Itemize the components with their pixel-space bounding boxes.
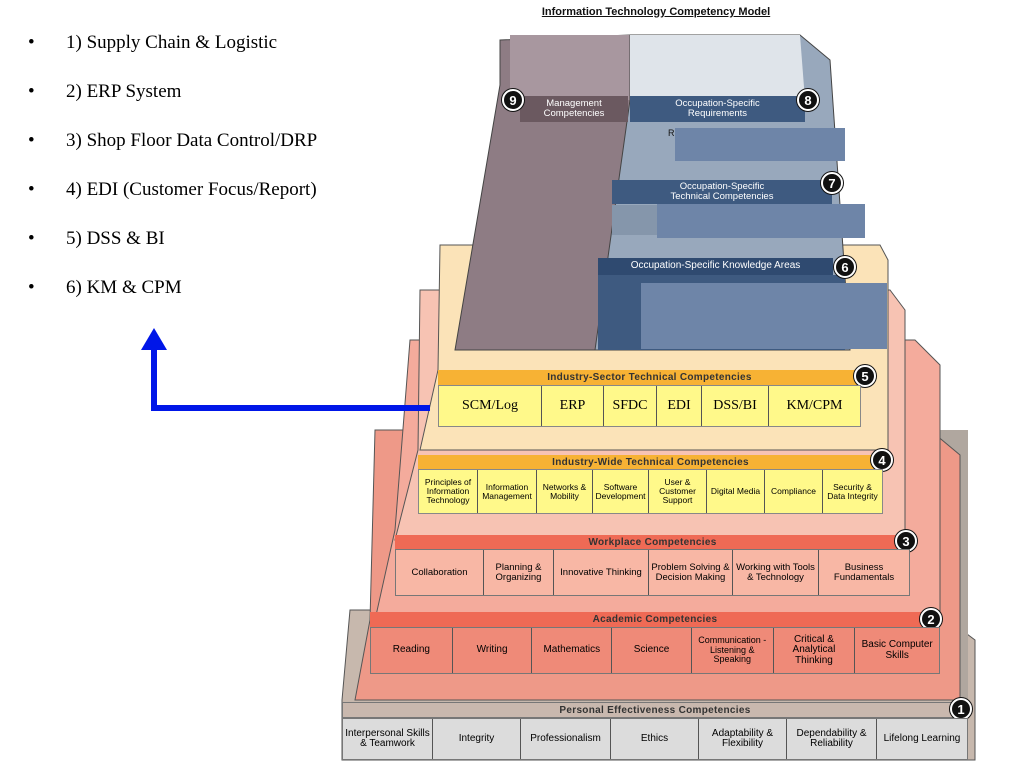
tier5-header: Industry-Sector Technical Competencies [438, 370, 861, 385]
tier1-cells: Interpersonal Skills & Teamwork Integrit… [342, 718, 968, 760]
tier9-label: Management Competencies [520, 96, 628, 122]
tier8-label: Occupation-Specific Requirements [630, 96, 805, 122]
tier2-cell: Writing [453, 628, 533, 673]
placeholder-block [657, 204, 865, 238]
tier4-cell: User & Customer Support [649, 470, 707, 513]
tier9-number-badge: 9 [502, 89, 524, 111]
tier5-cell: KM/CPM [786, 397, 843, 413]
arrow-head-icon [141, 328, 167, 350]
tier2-cell: Mathematics [532, 628, 613, 673]
tier5-cell: EDI [657, 386, 702, 426]
tier1-cell: Dependability & Reliability [787, 719, 877, 759]
list-item: •5) DSS & BI [28, 228, 165, 249]
tier4-number-badge: 4 [871, 449, 893, 471]
tier4-cell: Information Management [478, 470, 537, 513]
tier2-cell: Communication - Listening & Speaking [692, 628, 774, 673]
tier1-cell: Professionalism [521, 719, 611, 759]
tier3-cell: Problem Solving & Decision Making [649, 550, 733, 595]
tier2-cell: Basic Computer Skills [861, 639, 933, 661]
topic-list: •1) Supply Chain & Logistic •2) ERP Syst… [28, 30, 428, 324]
tier5-cell: SCM/Log [439, 386, 542, 426]
tier5-cell: ERP [542, 386, 604, 426]
tier1-cell: Ethics [611, 719, 699, 759]
connector-arrow-line [151, 345, 430, 411]
tier8-number-badge: 8 [797, 89, 819, 111]
tier2-cell: Critical & Analytical Thinking [774, 628, 856, 673]
tier3-cell: Innovative Thinking [554, 550, 649, 595]
tier3-header: Workplace Competencies [395, 535, 910, 549]
tier1-cell: Integrity [433, 719, 521, 759]
tier6-label: Occupation-Specific Knowledge Areas [598, 258, 833, 275]
tier3-cell: Collaboration [396, 550, 484, 595]
occupation-top [630, 35, 805, 100]
tier7-number-badge: 7 [821, 172, 843, 194]
tier8-partial-label: R [668, 128, 675, 138]
tier4-cell: Compliance [765, 470, 823, 513]
list-item: •3) Shop Floor Data Control/DRP [28, 130, 318, 151]
tier5-cell: DSS/BI [702, 386, 769, 426]
placeholder-block [641, 283, 887, 349]
tier2-cell: Reading [371, 628, 453, 673]
tier4-cell: Software Development [593, 470, 649, 513]
management-top [510, 35, 630, 100]
tier2-cells: Reading Writing Mathematics Science Comm… [370, 627, 940, 674]
tier3-cell: Working with Tools & Technology [733, 550, 819, 595]
tier1-header: Personal Effectiveness Competencies [342, 702, 968, 718]
tier3-cells: Collaboration Planning & Organizing Inno… [395, 549, 910, 596]
tier1-cell: Lifelong Learning [883, 732, 961, 744]
list-item: •2) ERP System [28, 81, 182, 102]
tier4-cell: Security & Data Integrity [827, 481, 878, 501]
tier4-cell: Digital Media [707, 470, 765, 513]
placeholder-block [675, 128, 845, 161]
tier1-number-badge: 1 [950, 698, 972, 720]
tier7-label: Occupation-Specific Technical Competenci… [612, 180, 832, 204]
tier6-number-badge: 6 [834, 256, 856, 278]
tier2-header: Academic Competencies [370, 612, 940, 627]
tier2-cell: Science [612, 628, 692, 673]
tier5-number-badge: 5 [854, 365, 876, 387]
tier4-cells: Principles of Information Technology Inf… [418, 469, 883, 514]
tier1-cell: Interpersonal Skills & Teamwork [343, 719, 433, 759]
list-item: •6) KM & CPM [28, 277, 182, 298]
list-item: •4) EDI (Customer Focus/Report) [28, 179, 317, 200]
tier5-cells: SCM/Log ERP SFDC EDI DSS/BI KM/CPM [438, 385, 861, 427]
tier5-cell: SFDC [604, 386, 657, 426]
tier3-cell: Business Fundamentals [833, 561, 895, 583]
tier3-cell: Planning & Organizing [484, 550, 554, 595]
tier4-cell: Principles of Information Technology [419, 470, 478, 513]
tier1-cell: Adaptability & Flexibility [699, 719, 787, 759]
list-item: •1) Supply Chain & Logistic [28, 32, 278, 53]
tier4-cell: Networks & Mobility [537, 470, 593, 513]
tier4-header: Industry-Wide Technical Competencies [418, 455, 883, 469]
diagram-title: Information Technology Competency Model [541, 6, 771, 18]
